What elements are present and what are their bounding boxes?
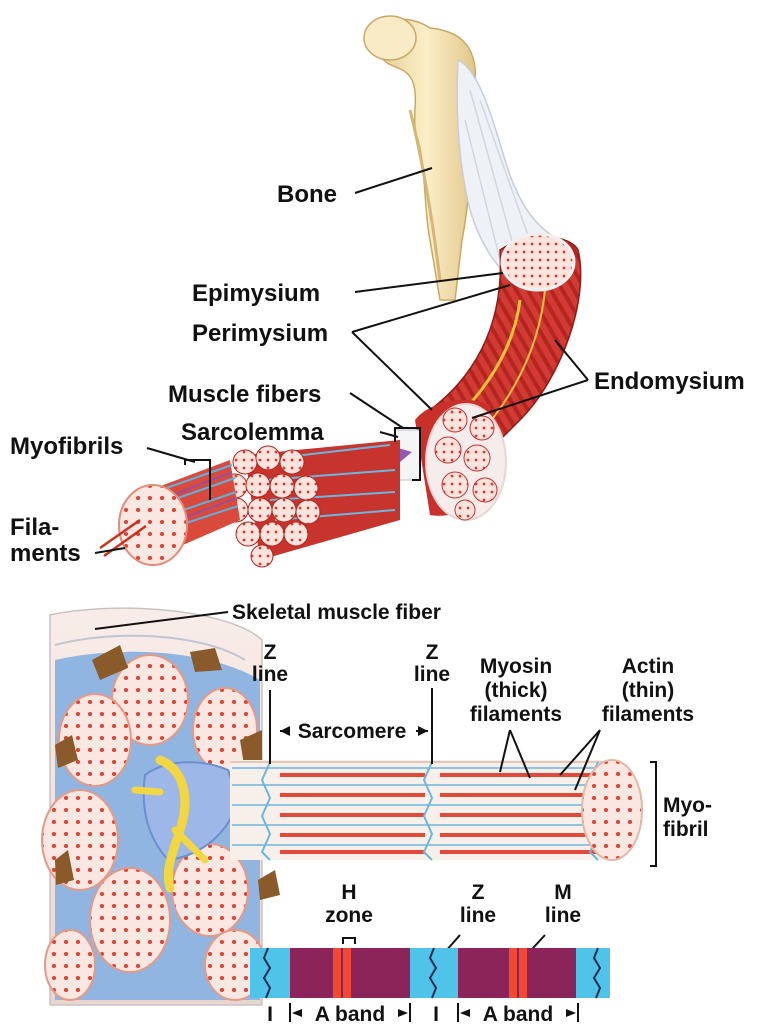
label-a-band-1: A band (315, 1003, 385, 1024)
label-myosin-line1: Myosin (480, 655, 552, 678)
label-myofibril-line1: Myo- (663, 794, 712, 817)
label-skeletal-muscle-fiber: Skeletal muscle fiber (232, 601, 441, 624)
label-i-band-2: I (433, 1003, 439, 1024)
label-actin-line3: filaments (602, 703, 694, 726)
label-endomysium: Endomysium (594, 368, 745, 395)
label-myosin-line3: filaments (470, 703, 562, 726)
label-myofibril-line2: fibril (663, 818, 709, 841)
label-z-line-1-b: line (252, 663, 288, 686)
label-z-line-3-a: Z (472, 881, 485, 904)
label-filaments-line2: ments (10, 540, 81, 567)
label-h-zone-line2: zone (325, 904, 373, 927)
label-sarcolemma: Sarcolemma (181, 419, 324, 446)
label-m-line-b: line (545, 904, 581, 927)
label-myofibrils: Myofibrils (10, 433, 123, 460)
label-i-band-1: I (267, 1003, 273, 1024)
label-actin-line2: (thin) (622, 679, 674, 702)
label-z-line-2-a: Z (426, 641, 439, 664)
bone-illustration (364, 16, 475, 300)
label-z-line-1-a: Z (264, 641, 277, 664)
label-actin-line1: Actin (622, 655, 675, 678)
label-perimysium: Perimysium (192, 320, 328, 347)
label-epimysium: Epimysium (192, 280, 320, 307)
sarcomere-band-diagram (250, 948, 610, 998)
label-filaments-line1: Fila- (10, 514, 59, 541)
label-z-line-3-b: line (460, 904, 496, 927)
label-m-line-a: M (554, 881, 572, 904)
label-muscle-fibers: Muscle fibers (168, 381, 321, 408)
label-h-zone-line1: H (341, 881, 356, 904)
label-myosin-line2: (thick) (485, 679, 548, 702)
label-z-line-2-b: line (414, 663, 450, 686)
label-a-band-2: A band (483, 1003, 553, 1024)
label-sarcomere: Sarcomere (298, 720, 407, 743)
muscle-fibers-cluster (223, 430, 420, 567)
label-bone: Bone (277, 181, 337, 208)
fascicle-bundle (415, 400, 506, 520)
